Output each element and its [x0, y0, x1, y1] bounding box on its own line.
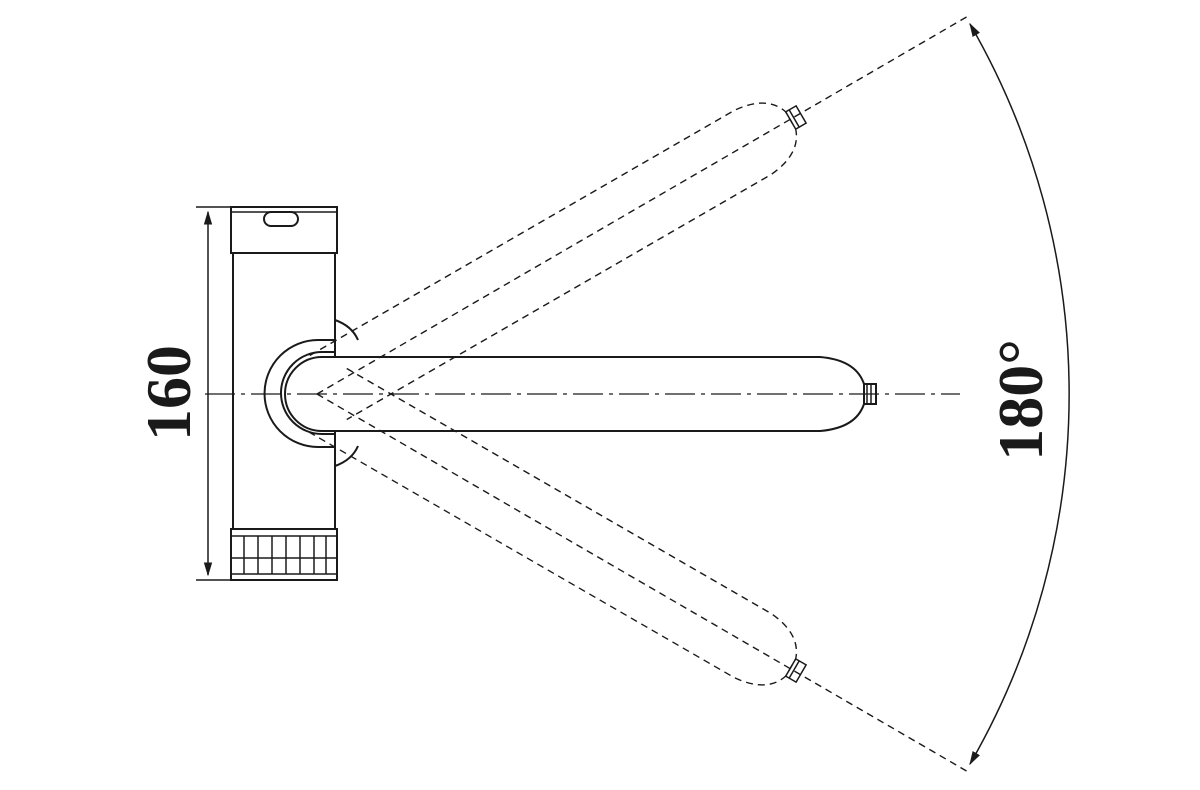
aerator-ghost-down — [784, 657, 808, 684]
height-dimension-label: 160 — [133, 345, 204, 441]
angle-dimension-arc — [969, 22, 1070, 766]
collar-bulge-bottom — [334, 445, 359, 467]
aerator-ghost-up-line — [788, 109, 800, 128]
swing-line-lower — [316, 393, 971, 774]
angle-dimension: 180° — [969, 22, 1070, 766]
spout-rotated-up — [309, 102, 808, 421]
height-dimension: 160 — [133, 206, 232, 581]
collar-bulge-top — [334, 319, 359, 341]
cap-slot — [263, 211, 299, 227]
bottom-nut — [230, 528, 338, 581]
aerator-ghost-down-line — [788, 660, 800, 679]
aerator-ghost-up — [784, 104, 808, 131]
swing-line-upper — [316, 14, 971, 395]
faucet-body — [230, 206, 359, 581]
angle-dimension-label: 180° — [985, 339, 1056, 461]
center-lines — [205, 14, 971, 774]
nut-knurling — [243, 536, 327, 574]
hub-inner — [280, 351, 335, 435]
spout-rotated-down — [309, 367, 808, 686]
